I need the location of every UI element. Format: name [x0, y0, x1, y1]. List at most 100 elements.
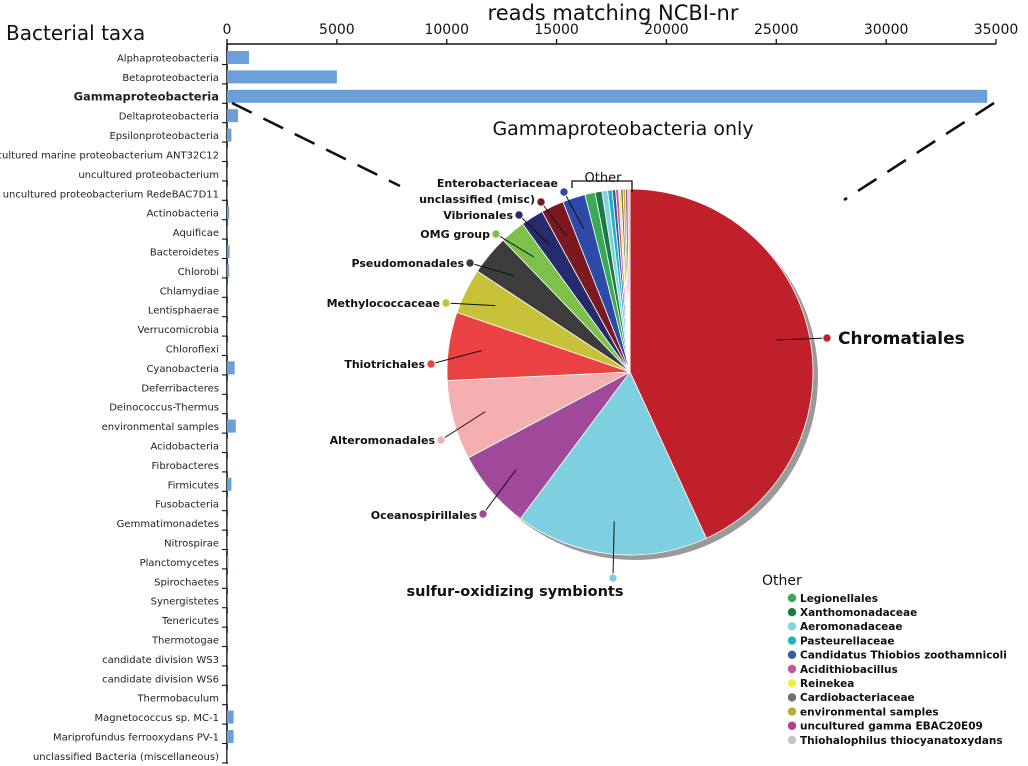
pie-slice-chromatiales — [629, 188, 814, 539]
y-tick-label: candidate division WS3 — [102, 655, 219, 666]
x-tick-label: 15000 — [534, 22, 579, 38]
x-tick-label: 10000 — [424, 22, 469, 38]
legend-swatch — [787, 636, 797, 645]
bar-betaproteobacteria — [227, 70, 337, 84]
callout-label-pseudomonadales: Pseudomonadales — [352, 257, 465, 270]
bar-epsilonproteobacteria — [227, 128, 232, 142]
bar-mariprofundus-ferrooxydans-pv-1 — [227, 730, 234, 743]
legend-swatch — [787, 679, 797, 688]
legend-label: uncultured gamma EBAC20E09 — [800, 721, 983, 733]
legend-item: Thiohalophilus thiocyanatoxydans — [787, 735, 1003, 747]
y-tick-label: uncultured proteobacterium RedeBAC7D11 — [3, 189, 219, 200]
legend-item: Candidatus Thiobios zoothamnicoli — [787, 650, 1007, 662]
bar-tenericutes — [227, 613, 228, 627]
legend-label: Xanthomonadaceae — [800, 607, 917, 619]
y-tick-label: Synergistetes — [151, 597, 219, 608]
legend-item: Pasteurellaceae — [787, 635, 895, 647]
callout-leader-line — [518, 214, 551, 246]
legend-label: environmental samples — [800, 706, 939, 718]
legend-swatch — [787, 622, 797, 631]
bar-uncultured-proteobacterium-redebac7d11 — [227, 186, 228, 200]
y-tick-label: Fusobacteria — [155, 500, 219, 511]
callout-leader-line — [563, 191, 585, 230]
bar-fusobacteria — [227, 497, 228, 511]
y-tick-label: Actinobacteria — [147, 209, 219, 220]
legend-label: Cardiobacteriaceae — [800, 692, 915, 704]
bar-thermobaculum — [227, 691, 228, 705]
bar-deltaproteobacteria — [227, 109, 238, 123]
pie-slice-thiohalophilus-thiocyanatoxydans — [627, 188, 631, 373]
y-tick-label: Gemmatimonadetes — [117, 519, 219, 530]
pie-legend: OtherLegionellalesXanthomonadaceaeAeromo… — [762, 573, 1007, 747]
bar-fibrobacteres — [227, 458, 228, 472]
bar-aquificae — [227, 225, 228, 239]
y-tick-label: Aquificae — [173, 228, 219, 239]
y-tick-label: Fibrobacteres — [152, 461, 219, 472]
bar-firmicutes — [227, 477, 232, 491]
callout-leader-line — [430, 350, 482, 365]
y-tick-label: uncultured marine proteobacterium ANT32C… — [0, 151, 219, 162]
legend-label: Candidatus Thiobios zoothamnicoli — [800, 650, 1007, 662]
callout-leader-line — [495, 233, 534, 258]
legend-swatch — [787, 707, 797, 716]
y-tick-label: Lentisphaerae — [148, 306, 219, 317]
callout-dot — [426, 359, 436, 369]
legend-title: Other — [762, 573, 802, 589]
bar-nitrospirae — [227, 536, 228, 549]
bar-deferribacteres — [227, 380, 228, 394]
bar-verrucomicrobia — [227, 322, 228, 336]
legend-item: Cardiobacteriaceae — [787, 692, 915, 704]
callout-dot — [436, 435, 446, 445]
bar-gammaproteobacteria — [227, 89, 988, 103]
y-tick-label: Cyanobacteria — [146, 364, 219, 375]
y-tick-label: Chlorobi — [178, 267, 219, 278]
callout-label-oceanospirillales: Oceanospirillales — [371, 509, 478, 522]
callout-dot — [536, 197, 546, 207]
x-tick-label: 0 — [223, 22, 232, 38]
y-tick-label: Thermotogae — [151, 636, 219, 647]
legend-item: Acidithiobacillus — [787, 664, 898, 676]
y-tick-label: candidate division WS6 — [102, 674, 219, 685]
x-tick-label: 30000 — [864, 22, 909, 38]
bar-cyanobacteria — [227, 361, 235, 375]
other-bracket: Other — [571, 171, 633, 192]
x-tick-label: 5000 — [319, 22, 355, 38]
y-tick-label: Tenericutes — [161, 616, 219, 627]
other-bracket-label: Other — [585, 171, 623, 186]
y-tick-label: Gammaproteobacteria — [74, 89, 219, 103]
zoom-line-left — [231, 101, 401, 188]
y-tick-label: Firmicutes — [168, 480, 219, 491]
x-tick-label: 35000 — [974, 22, 1019, 38]
callout-leader-line — [440, 411, 486, 441]
callout-label-chromatiales: Chromatiales — [838, 329, 965, 349]
legend-item: Legionellales — [787, 593, 878, 605]
bar-chlamydiae — [227, 283, 228, 297]
y-tick-label: Alphaproteobacteria — [117, 54, 219, 65]
legend-item: Xanthomonadaceae — [787, 607, 917, 619]
x-tick-label: 25000 — [754, 22, 799, 38]
y-tick-label: Nitrospirae — [164, 539, 219, 550]
callout-dot — [514, 210, 524, 220]
callout-label-vibrionales: Vibrionales — [443, 209, 513, 222]
callout-leader-line — [612, 521, 615, 579]
callout-label-omg-group: OMG group — [420, 228, 490, 241]
legend-label: Reinekea — [800, 678, 854, 690]
legend-swatch — [787, 693, 797, 702]
pie-chart-title: Gammaproteobacteria only — [492, 118, 753, 140]
legend-swatch — [787, 735, 797, 745]
y-tick-label: Chlamydiae — [160, 286, 219, 297]
x-tick-label: 20000 — [644, 22, 689, 38]
bar-planctomycetes — [227, 555, 229, 569]
bar-candidate-division-ws6 — [227, 671, 228, 685]
legend-label: Pasteurellaceae — [800, 635, 895, 647]
callout-leader-line — [469, 262, 515, 277]
bar-actinobacteria — [227, 206, 230, 220]
legend-label: Legionellales — [800, 593, 878, 605]
callout-label-enterobacteriaceae: Enterobacteriaceae — [437, 177, 558, 190]
bar-synergistetes — [227, 594, 228, 608]
legend-swatch — [787, 650, 797, 659]
callout-label-alteromonadales: Alteromonadales — [330, 434, 436, 447]
y-tick-label: unclassified Bacteria (miscellaneous) — [33, 752, 219, 763]
